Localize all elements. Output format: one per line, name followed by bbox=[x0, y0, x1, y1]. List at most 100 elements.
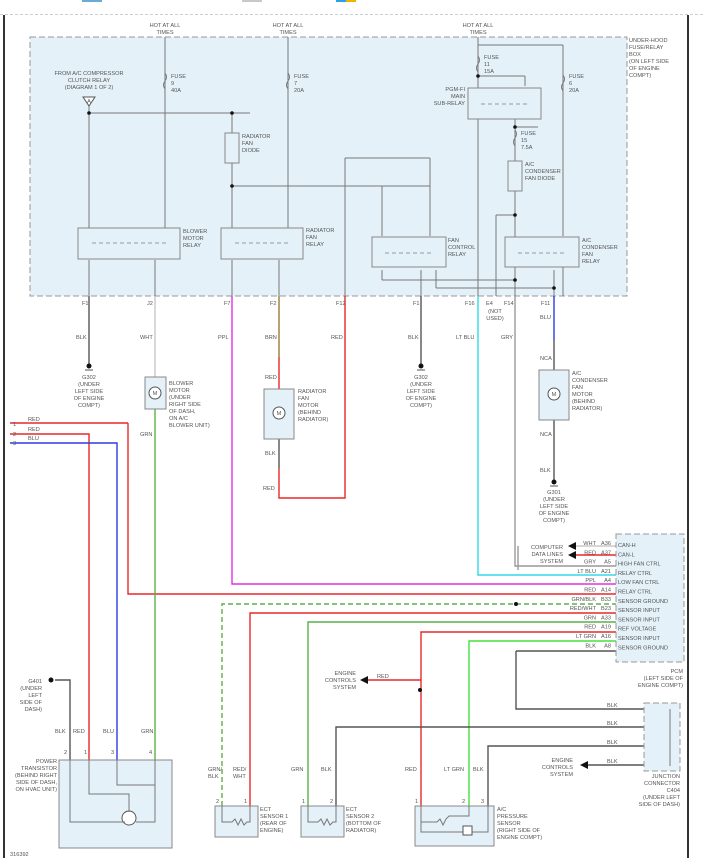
rad-m-symbol: M bbox=[277, 411, 282, 417]
input-3-pin: 3 bbox=[13, 441, 16, 447]
pcm-location-line-0: PCM bbox=[671, 669, 684, 675]
wire-blk-g401 bbox=[55, 679, 71, 760]
wire-redwht bbox=[249, 612, 616, 806]
fuse-6-label-line-0: FUSE bbox=[569, 74, 584, 80]
ground-g302-a-line-3: OF ENGINE bbox=[74, 396, 105, 402]
power-transistor-label-line-2: (BEHIND RIGHT bbox=[15, 773, 58, 779]
wire-label-blk1: BLK bbox=[76, 335, 87, 341]
wire-blk-a8 bbox=[515, 650, 644, 710]
pcm-pin-4: A4 bbox=[604, 578, 611, 584]
blower-relay-label-line-2: RELAY bbox=[183, 243, 201, 249]
cond-motor-label-line-5: RADIATOR) bbox=[572, 406, 602, 412]
toolbar-mark-1[interactable] bbox=[82, 0, 102, 2]
wire-label-red1: RED bbox=[331, 335, 343, 341]
wire-gry bbox=[514, 296, 616, 567]
ground-g301-line-3: OF ENGINE bbox=[539, 511, 570, 517]
acp-label-line-3: (RIGHT SIDE OF bbox=[497, 828, 541, 834]
terminal-F1: F1 bbox=[413, 301, 420, 307]
from-ac-label-line-2: (DIAGRAM 1 OF 2) bbox=[65, 85, 114, 91]
junction-label-line-4: SIDE OF DASH) bbox=[639, 802, 680, 808]
rad-relay-label-line-0: RADIATOR bbox=[306, 228, 334, 234]
pcm-wire-7: RED/WHT bbox=[570, 606, 597, 612]
ground-g302-b-line-2: LEFT SIDE bbox=[407, 389, 435, 395]
rad-diode-label-line-2: DIODE bbox=[242, 148, 260, 154]
ect1-pin-a: 2 bbox=[216, 799, 219, 805]
ect1-wire-a-line-1: BLK bbox=[208, 774, 219, 780]
fuse-9-label-line-1: 9 bbox=[171, 81, 174, 87]
toolbar-mark-4[interactable] bbox=[346, 0, 356, 2]
ac-diode-label-line-0: A/C bbox=[525, 162, 534, 168]
pcm-pin-10: A16 bbox=[601, 634, 611, 640]
blower-relay-label-line-0: BLOWER bbox=[183, 229, 207, 235]
engine-controls-2-line-1: CONTROLS bbox=[542, 765, 573, 771]
rad-relay-label-line-1: FAN bbox=[306, 235, 317, 241]
fan-ctrl-relay-label-line-1: CONTROL bbox=[448, 245, 475, 251]
junction-label-line-3: (UNDER LEFT bbox=[643, 795, 681, 801]
pcm-pin-9: A19 bbox=[601, 625, 611, 631]
viewer-toolbar bbox=[0, 0, 703, 15]
fuse-11-label-line-1: 11 bbox=[484, 62, 490, 68]
input-1-pin: 1 bbox=[13, 422, 16, 428]
wire-ppl bbox=[231, 296, 616, 585]
rad-diode-label-line-1: FAN bbox=[242, 141, 253, 147]
acp-pin-b: 2 bbox=[462, 799, 465, 805]
toolbar-mark-3[interactable] bbox=[336, 0, 346, 2]
ac-pressure-sensor bbox=[414, 805, 495, 847]
ect1-wire-a-line-0: GRN/ bbox=[208, 767, 222, 773]
acp-pin-a: 1 bbox=[415, 799, 418, 805]
rad-motor-label-line-2: MOTOR bbox=[298, 403, 319, 409]
pcm-pin-3: A21 bbox=[601, 569, 611, 575]
pcm-pin-label-5: RELAY CTRL bbox=[618, 590, 652, 596]
toolbar-mark-2[interactable] bbox=[242, 0, 262, 2]
wire-blk-acp bbox=[487, 745, 644, 806]
input-3-wire: BLU bbox=[28, 436, 39, 442]
pgm-relay-label-line-0: PGM-FI bbox=[445, 87, 465, 93]
cond-motor-label-line-3: MOTOR bbox=[572, 392, 593, 398]
computer-data-label-line-1: DATA LINES bbox=[532, 552, 564, 558]
ground-g302-a-line-0: G302 bbox=[82, 375, 96, 381]
blower-motor-label-line-5: ON A/C bbox=[169, 416, 188, 422]
pcm-pin-label-7: SENSOR INPUT bbox=[618, 608, 661, 614]
engine-controls-1-line-0: ENGINE bbox=[335, 671, 357, 677]
input-2-wire: RED bbox=[28, 427, 40, 433]
pcm-pin-2: A5 bbox=[604, 560, 611, 566]
pcm-pin-label-3: RELAY CTRL bbox=[618, 571, 652, 577]
engine-controls-2-line-0: ENGINE bbox=[552, 758, 574, 764]
diagram-frame-right bbox=[687, 15, 689, 858]
rad-motor-label-line-3: (BEHIND bbox=[298, 410, 321, 416]
pt-pin-2: 3 bbox=[111, 750, 114, 756]
hot-label-2-line-0: HOT AT ALL bbox=[273, 23, 304, 29]
ground-g301-line-0: G301 bbox=[547, 490, 561, 496]
wire-label-wht: WHT bbox=[140, 335, 153, 341]
rad-diode-label-line-0: RADIATOR bbox=[242, 134, 270, 140]
wire-label-ltblu: LT BLU bbox=[456, 335, 474, 341]
ect1-wire-b-line-1: WHT bbox=[233, 774, 246, 780]
ac-diode-label-line-1: CONDENSER bbox=[525, 169, 561, 175]
terminal-J2: J2 bbox=[147, 301, 153, 307]
input-1-wire: RED bbox=[28, 417, 40, 423]
ground-symbols bbox=[48, 363, 558, 683]
junction-label-line-0: JUNCTION bbox=[652, 774, 680, 780]
can-h-arrow-icon bbox=[568, 542, 576, 550]
engine-controls-arrow-2-icon bbox=[580, 761, 588, 769]
pcm-pin-8: A33 bbox=[601, 615, 611, 621]
blower-m-symbol: M bbox=[153, 391, 158, 397]
pcm-pin-1: A37 bbox=[601, 550, 611, 556]
wire-label-ppl: PPL bbox=[218, 335, 229, 341]
junction-wire-0: BLK bbox=[607, 703, 618, 709]
blower-motor-label-line-3: RIGHT SIDE bbox=[169, 402, 201, 408]
ground-g302-a-line-2: LEFT SIDE bbox=[75, 389, 103, 395]
acp-wire-a-line-0: RED bbox=[405, 767, 417, 773]
from-ac-connector-icon bbox=[82, 96, 96, 107]
ground-g401-line-2: LEFT bbox=[28, 693, 42, 699]
ground-g301-line-1: (UNDER bbox=[543, 497, 565, 503]
diagram-frame-left bbox=[3, 15, 5, 858]
hot-label-1-line-0: HOT AT ALL bbox=[150, 23, 181, 29]
rad-relay-label-line-2: RELAY bbox=[306, 242, 324, 248]
acp-label-line-1: PRESSURE bbox=[497, 814, 528, 820]
rad-motor-label-line-4: RADIATOR) bbox=[298, 417, 328, 423]
wire-ltgrn bbox=[468, 640, 616, 806]
fuse-7-label-line-0: FUSE bbox=[294, 74, 309, 80]
terminal-F11: F11 bbox=[541, 301, 550, 307]
